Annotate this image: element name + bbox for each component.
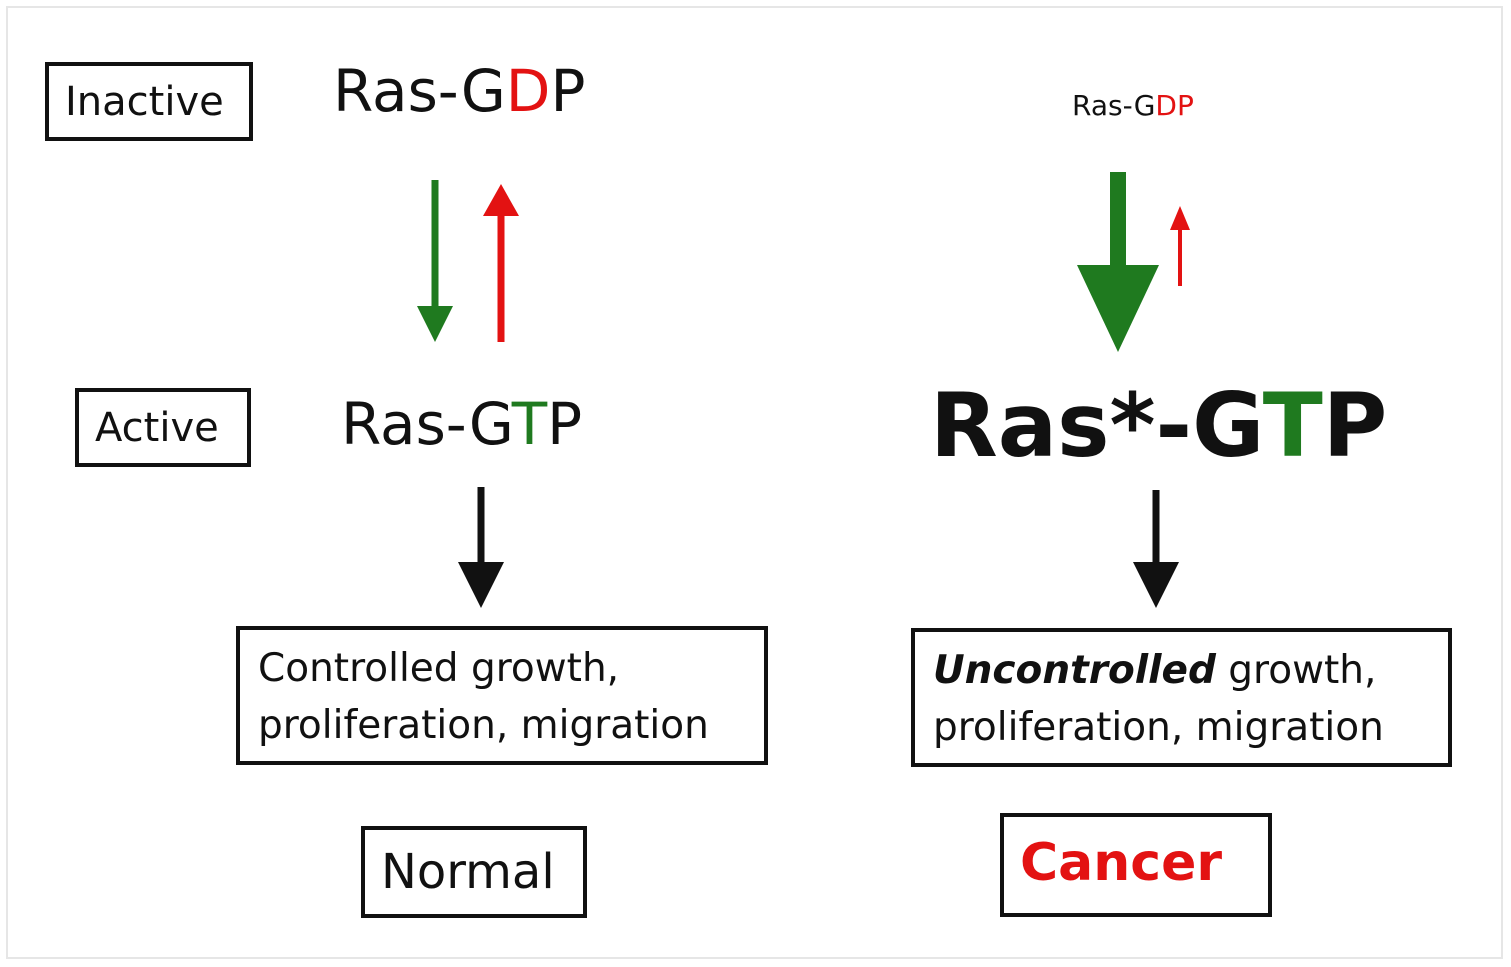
ras-gtp-left-suffix: P (547, 390, 583, 458)
ras-star-gtp-right: Ras*-GTP (930, 382, 1387, 470)
ras-star-gtp-right-prefix: Ras*-G (930, 374, 1263, 477)
ras-gtp-left: Ras-GTP (341, 395, 582, 453)
normal-result-label: Normal (381, 844, 555, 900)
uncontrolled-growth-line2: proliferation, migration (933, 705, 1384, 750)
right-signal-arrow (1133, 490, 1179, 608)
ras-gdp-left-prefix: Ras-G (333, 57, 506, 125)
uncontrolled-emphasis: Uncontrolled (933, 648, 1216, 693)
active-state-box: Active (75, 388, 251, 467)
inactive-state-box: Inactive (45, 62, 253, 141)
left-inactivation-arrow (483, 184, 519, 342)
ras-star-gtp-right-t: T (1262, 374, 1323, 477)
cancer-result-box: Cancer (1000, 813, 1272, 917)
controlled-growth-line1: Controlled growth, (258, 646, 620, 691)
uncontrolled-rest: growth, (1215, 648, 1377, 693)
ras-gtp-left-t: T (511, 390, 548, 458)
active-state-label: Active (95, 405, 219, 451)
right-inactivation-arrow (1170, 206, 1190, 286)
inactive-state-label: Inactive (65, 79, 224, 125)
ras-star-gtp-right-suffix: P (1322, 374, 1388, 477)
uncontrolled-growth-box: Uncontrolled growth, proliferation, migr… (911, 628, 1452, 767)
ras-gdp-right-d: D (1155, 89, 1177, 122)
ras-gdp-left-suffix: P (550, 57, 586, 125)
uncontrolled-growth-line1: Uncontrolled growth, (933, 648, 1376, 695)
ras-gdp-left-d: D (505, 57, 551, 125)
diagram-frame (6, 6, 1503, 959)
left-signal-arrow (458, 487, 504, 608)
right-activation-arrow (1077, 172, 1159, 352)
normal-result-box: Normal (361, 826, 587, 918)
left-activation-arrow (417, 180, 453, 342)
cancer-result-label: Cancer (1020, 833, 1223, 893)
ras-gdp-right: Ras-GDP (1072, 92, 1194, 120)
ras-gdp-right-prefix: Ras-G (1072, 89, 1156, 122)
ras-gdp-right-suffix: P (1176, 89, 1194, 122)
controlled-growth-box: Controlled growth, proliferation, migrat… (236, 626, 768, 765)
ras-gtp-left-prefix: Ras-G (341, 390, 512, 458)
ras-gdp-left: Ras-GDP (333, 62, 585, 120)
controlled-growth-line2: proliferation, migration (258, 703, 709, 748)
